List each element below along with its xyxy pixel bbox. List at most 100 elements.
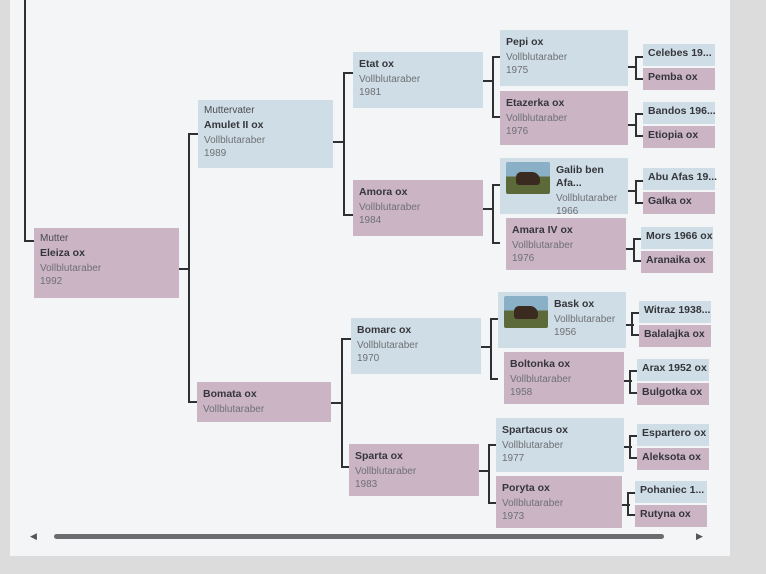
tree-line xyxy=(629,370,637,372)
pedigree-card-g5[interactable]: Rutyna ox xyxy=(635,505,707,527)
pedigree-card-boltonka[interactable]: Boltonka ox Vollblutaraber 1958 xyxy=(504,352,624,404)
horse-name[interactable]: Bulgotka ox xyxy=(642,386,703,398)
tree-line xyxy=(629,392,637,394)
tree-line xyxy=(479,470,489,472)
horse-year: 1976 xyxy=(512,253,535,264)
pedigree-card-g5[interactable]: Aleksota ox xyxy=(637,448,709,470)
horse-name[interactable]: Galib ben Afa... xyxy=(556,164,604,189)
horse-name[interactable]: Aranaika ox xyxy=(646,254,706,266)
tree-line xyxy=(188,401,198,403)
horse-name[interactable]: Pepi ox xyxy=(506,36,544,48)
horse-name[interactable]: Spartacus ox xyxy=(502,424,568,436)
tree-line xyxy=(635,202,643,204)
tree-line xyxy=(481,346,491,348)
pedigree-card-g5[interactable]: Espartero ox xyxy=(637,424,709,446)
horse-name[interactable]: Abu Afas 19... xyxy=(648,171,718,183)
pedigree-card-g5[interactable]: Aranaika ox xyxy=(641,251,713,273)
horse-photo[interactable] xyxy=(506,162,550,194)
pedigree-card-etat[interactable]: Etat ox Vollblutaraber 1981 xyxy=(353,52,483,108)
horse-name[interactable]: Etazerka ox xyxy=(506,97,565,109)
horse-name[interactable]: Balalajka ox xyxy=(644,328,705,340)
horse-name[interactable]: Etat ox xyxy=(359,58,395,70)
horse-year: 1973 xyxy=(502,511,525,522)
tree-line xyxy=(635,56,637,80)
tree-line xyxy=(627,492,635,494)
tree-line xyxy=(179,268,189,270)
pedigree-card-g5[interactable]: Abu Afas 19... xyxy=(643,168,718,190)
horse-breed: Vollblutaraber xyxy=(40,263,102,274)
pedigree-card-g5[interactable]: Bulgotka ox xyxy=(637,383,709,405)
pedigree-card-galib[interactable]: Galib ben Afa... Vollblutaraber 1966 xyxy=(500,158,628,217)
horse-name[interactable]: Pemba ox xyxy=(648,71,698,83)
horse-name[interactable]: Bomarc ox xyxy=(357,324,412,336)
tree-line xyxy=(626,248,634,250)
tree-line xyxy=(622,504,630,506)
horse-name[interactable]: Etiopia ox xyxy=(648,129,699,141)
scrollbar-thumb[interactable] xyxy=(54,534,664,539)
scroll-left-arrow-icon[interactable]: ◀ xyxy=(30,531,37,541)
horse-name[interactable]: Witraz 1938... xyxy=(644,304,711,316)
pedigree-card-bask[interactable]: Bask ox Vollblutaraber 1956 xyxy=(498,292,626,348)
tree-line xyxy=(631,312,633,336)
pedigree-card-g5[interactable]: Arax 1952 ox xyxy=(637,359,709,381)
horse-name[interactable]: Bask ox xyxy=(554,298,595,310)
horse-name[interactable]: Sparta ox xyxy=(355,450,403,462)
pedigree-card-amara[interactable]: Amara IV ox Vollblutaraber 1976 xyxy=(506,218,626,270)
horse-photo[interactable] xyxy=(504,296,548,328)
horse-name[interactable]: Celebes 19... xyxy=(648,47,712,59)
pedigree-card-spartacus[interactable]: Spartacus ox Vollblutaraber 1977 xyxy=(496,418,624,472)
horse-name[interactable]: Arax 1952 ox xyxy=(642,362,707,374)
pedigree-card-g5[interactable]: Balalajka ox xyxy=(639,325,711,347)
horse-name[interactable]: Espartero ox xyxy=(642,427,707,439)
horse-name[interactable]: Aleksota ox xyxy=(642,451,701,463)
tree-line xyxy=(633,238,635,262)
tree-line xyxy=(343,72,345,216)
tree-line xyxy=(633,238,641,240)
pedigree-card-g5[interactable]: Mors 1966 ox xyxy=(641,227,713,249)
horse-name[interactable]: Poryta ox xyxy=(502,482,550,494)
tree-line xyxy=(331,402,342,404)
tree-line xyxy=(635,135,643,137)
pedigree-card-etazerka[interactable]: Etazerka ox Vollblutaraber 1976 xyxy=(500,91,628,145)
horse-name[interactable]: Galka ox xyxy=(648,195,692,207)
tree-line xyxy=(341,466,351,468)
horse-name[interactable]: Amulet II ox xyxy=(204,119,264,131)
pedigree-card-poryta[interactable]: Poryta ox Vollblutaraber 1973 xyxy=(496,476,622,528)
horse-name[interactable]: Mors 1966 ox xyxy=(646,230,713,242)
pedigree-screen: Mutter Eleiza ox Vollblutaraber 1992 Mut… xyxy=(10,0,730,556)
scroll-right-arrow-icon[interactable]: ▶ xyxy=(696,531,703,541)
tree-line xyxy=(624,446,632,448)
pedigree-card-g5[interactable]: Galka ox xyxy=(643,192,715,214)
tree-line xyxy=(626,324,634,326)
horse-name[interactable]: Bandos 196... xyxy=(648,105,716,117)
pedigree-card-muttervater[interactable]: Muttervater Amulet II ox Vollblutaraber … xyxy=(198,100,333,168)
tree-line xyxy=(492,184,494,244)
horse-name[interactable]: Boltonka ox xyxy=(510,358,571,370)
pedigree-card-g5[interactable]: Witraz 1938... xyxy=(639,301,711,323)
horse-name[interactable]: Amora ox xyxy=(359,186,408,198)
horse-name[interactable]: Pohaniec 1... xyxy=(640,484,705,496)
tree-line xyxy=(343,214,353,216)
horse-name[interactable]: Amara IV ox xyxy=(512,224,573,236)
pedigree-card-g5[interactable]: Celebes 19... xyxy=(643,44,715,66)
pedigree-card-bomarc[interactable]: Bomarc ox Vollblutaraber 1970 xyxy=(351,318,481,374)
tree-line xyxy=(635,113,643,115)
pedigree-card-g5[interactable]: Pemba ox xyxy=(643,68,715,90)
pedigree-card-sparta[interactable]: Sparta ox Vollblutaraber 1983 xyxy=(349,444,479,496)
pedigree-card-amora[interactable]: Amora ox Vollblutaraber 1984 xyxy=(353,180,483,236)
horse-breed: Vollblutaraber xyxy=(502,440,564,451)
pedigree-card-mutter[interactable]: Mutter Eleiza ox Vollblutaraber 1992 xyxy=(34,228,179,298)
pedigree-card-g5[interactable]: Pohaniec 1... xyxy=(635,481,707,503)
horse-name[interactable]: Rutyna ox xyxy=(640,508,691,520)
horse-breed: Vollblutaraber xyxy=(204,135,266,146)
horse-name[interactable]: Bomata ox xyxy=(203,388,257,400)
pedigree-card-g5[interactable]: Bandos 196... xyxy=(643,102,716,124)
tree-line xyxy=(629,435,631,459)
pedigree-card-g5[interactable]: Etiopia ox xyxy=(643,126,715,148)
horizontal-scrollbar[interactable]: ◀ ▶ xyxy=(30,531,710,542)
generation-label: Muttervater xyxy=(204,105,255,116)
pedigree-card-pepi[interactable]: Pepi ox Vollblutaraber 1975 xyxy=(500,30,628,86)
pedigree-card-bomata[interactable]: Bomata ox Vollblutaraber xyxy=(197,382,331,422)
horse-name[interactable]: Eleiza ox xyxy=(40,247,85,259)
horse-year: 1989 xyxy=(204,148,227,159)
